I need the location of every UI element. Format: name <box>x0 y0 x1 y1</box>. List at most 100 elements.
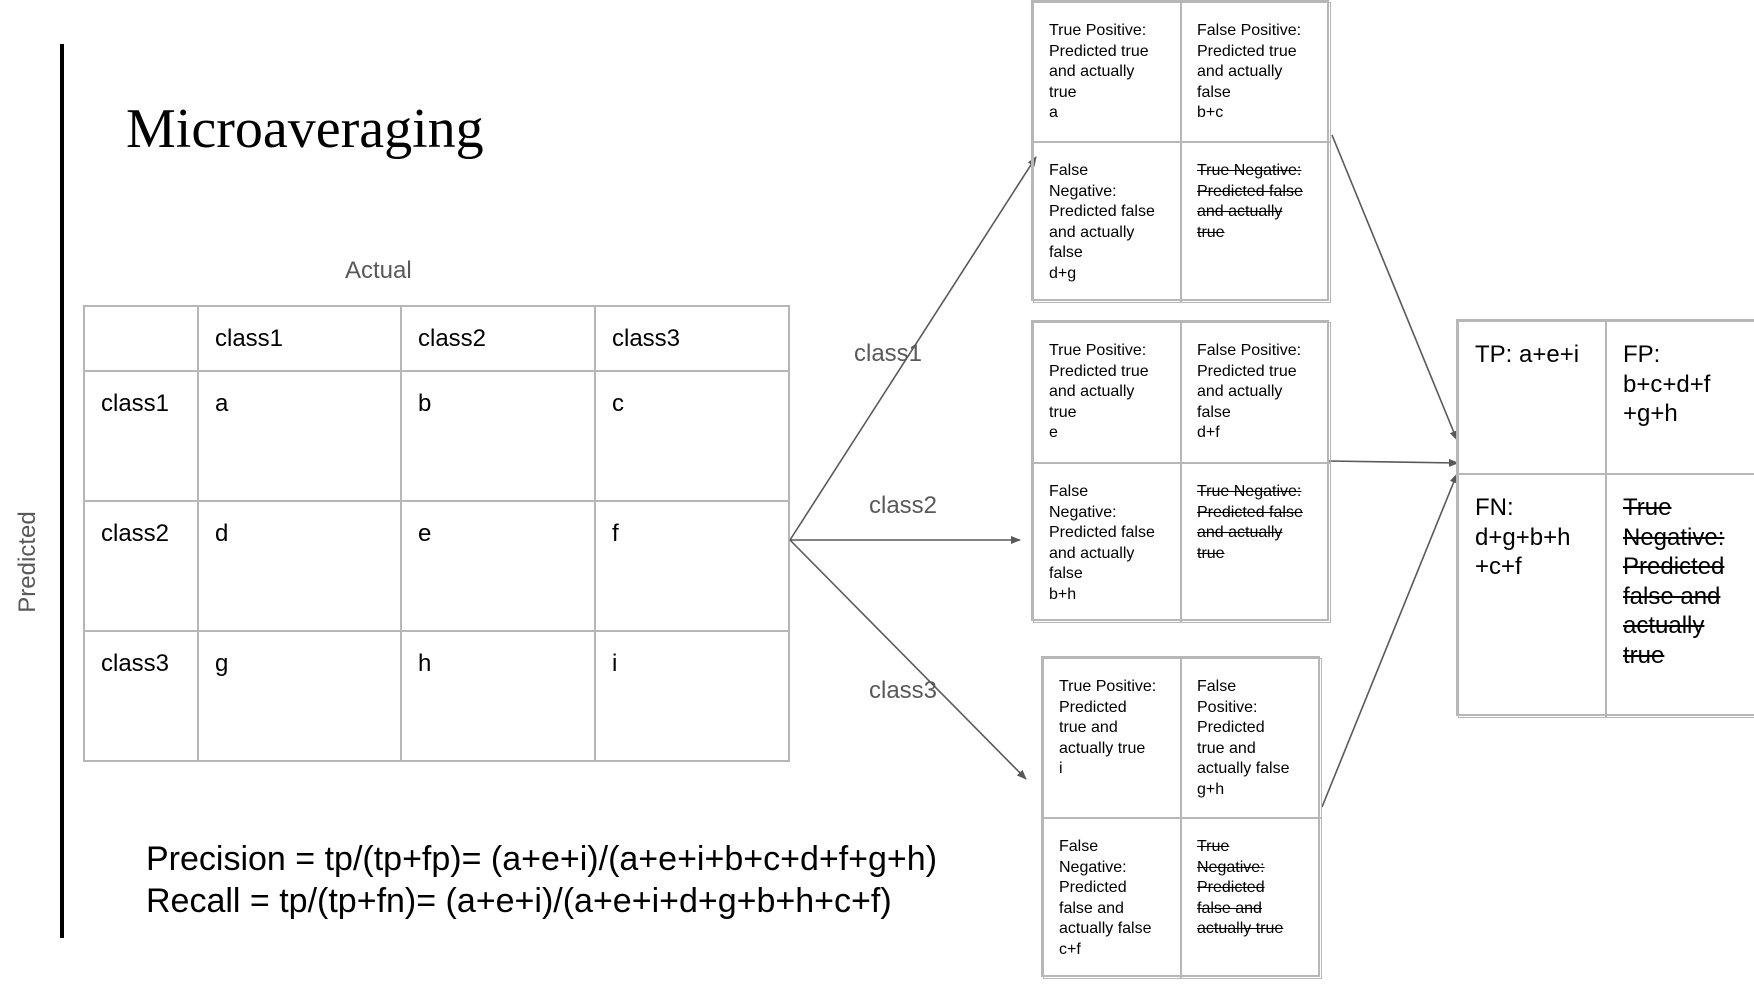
true-negative-cell-struck: True Negative: Predicted false and actua… <box>1181 818 1322 979</box>
cell-text: True <box>1197 838 1230 855</box>
false-negative-cell: False Negative: Predicted false and actu… <box>1033 142 1181 303</box>
cell-text: b+c+d+f <box>1623 370 1711 398</box>
cell-text: True Positive: <box>1049 342 1147 359</box>
cell-text: Negative: <box>1049 182 1117 200</box>
false-positive-cell: False Positive: Predicted true and actua… <box>1181 658 1322 818</box>
cell-text: Predicted true <box>1049 42 1149 60</box>
cell-text: true and <box>1059 719 1118 736</box>
cell-text: b+h <box>1049 585 1077 603</box>
cell-text: Predicted false <box>1197 182 1303 200</box>
matrix-cell: b <box>400 370 596 502</box>
cell-text: False <box>1059 838 1099 855</box>
cell-text: and actually <box>1049 383 1135 400</box>
cell-text: Predicted true <box>1197 362 1297 380</box>
class3-confusion-box: True Positive: Predicted true and actual… <box>1041 656 1322 979</box>
cell-text: Predicted false <box>1049 524 1155 541</box>
class2-confusion-box: True Positive: Predicted true and actual… <box>1031 320 1331 623</box>
cell-text: actually true <box>1197 920 1284 937</box>
cell-text: False <box>1197 678 1237 695</box>
matrix-header-cell: class1 <box>197 305 402 372</box>
cell-text: True Negative: <box>1197 162 1302 179</box>
cell-text: False Positive: <box>1197 22 1302 39</box>
cell-text: c+f <box>1059 940 1081 958</box>
cell-text: True Positive: <box>1049 22 1147 39</box>
cell-text: true <box>1049 83 1077 101</box>
matrix-cell: c <box>594 370 790 502</box>
matrix-row-label: class3 <box>83 630 199 762</box>
cell-text: False <box>1049 162 1089 179</box>
cell-text: d+f <box>1197 424 1220 441</box>
arrow-to-class1-box <box>789 156 1037 541</box>
cell-text: True Negative: <box>1197 483 1302 500</box>
cell-text: and actually <box>1197 63 1283 80</box>
matrix-cell: i <box>594 630 790 762</box>
matrix-row-label: class1 <box>83 370 199 502</box>
cell-text: true <box>1197 223 1225 241</box>
cell-text: FP: <box>1623 341 1661 368</box>
page-title: Microaveraging <box>126 98 484 160</box>
false-negative-cell: False Negative: Predicted false and actu… <box>1033 463 1181 623</box>
cell-text: false <box>1049 244 1083 261</box>
cell-text: Predicted true <box>1049 362 1149 380</box>
cell-text: Predicted false <box>1197 503 1303 521</box>
cell-text: actually false <box>1059 920 1152 937</box>
cell-text: FN: <box>1475 494 1514 521</box>
matrix-cell: d <box>197 500 402 632</box>
false-positive-cell: False Positive: Predicted true and actua… <box>1181 322 1331 463</box>
arrow-to-class3-box <box>789 539 1027 780</box>
branch-label-class3: class3 <box>869 677 938 704</box>
matrix-corner-cell <box>83 305 199 372</box>
matrix-cell: e <box>400 500 596 632</box>
true-positive-cell: True Positive: Predicted true and actual… <box>1043 658 1181 818</box>
cell-text: e <box>1049 424 1058 441</box>
precision-formula: Precision = tp/(tp+fp)= (a+e+i)/(a+e+i+b… <box>146 840 938 878</box>
cell-text: d+g+b+h <box>1475 523 1571 551</box>
cell-text: Negative: <box>1623 523 1725 551</box>
cell-text: +c+f <box>1475 553 1522 580</box>
cell-text: TP: a+e+i <box>1475 341 1580 368</box>
cell-text: Predicted <box>1197 719 1265 736</box>
cell-text: and actually <box>1197 383 1283 400</box>
cell-text: d+g <box>1049 264 1077 282</box>
cell-text: Negative: <box>1197 858 1265 876</box>
cell-text: g+h <box>1197 780 1225 798</box>
cell-text: actually <box>1623 612 1705 639</box>
cell-text: and actually <box>1049 544 1135 562</box>
vertical-divider-line <box>60 44 64 938</box>
false-positive-cell: False Positive: Predicted true and actua… <box>1181 2 1331 142</box>
confusion-matrix: class1 class2 class3 class1 a b c class2… <box>83 305 790 762</box>
cell-text: Predicted <box>1197 879 1265 896</box>
cell-text: and actually <box>1197 203 1283 220</box>
cell-text: false and <box>1623 582 1721 610</box>
aggregate-tn-cell-struck: True Negative: Predicted false and actua… <box>1606 474 1754 718</box>
cell-text: Negative: <box>1059 858 1127 876</box>
matrix-cell: g <box>197 630 402 762</box>
cell-text: False <box>1049 483 1089 500</box>
matrix-row: class2 d e f <box>83 500 790 632</box>
matrix-cell: a <box>197 370 402 502</box>
cell-text: a <box>1049 104 1058 121</box>
matrix-header-cell: class2 <box>400 305 596 372</box>
cell-text: Predicted false <box>1049 203 1155 220</box>
cell-text: and actually <box>1049 63 1135 80</box>
cell-text: b+c <box>1197 104 1224 121</box>
matrix-header-row: class1 class2 class3 <box>83 305 790 372</box>
cell-text: actually true <box>1059 739 1146 757</box>
matrix-row: class3 g h i <box>83 630 790 762</box>
arrow-class3-to-final <box>1321 473 1458 808</box>
cell-text: and actually <box>1049 223 1135 241</box>
aggregate-fp-cell: FP: b+c+d+f +g+h <box>1606 321 1754 474</box>
branch-label-class1: class1 <box>854 340 923 367</box>
cell-text: Positive: <box>1197 698 1258 716</box>
cell-text: i <box>1059 760 1063 777</box>
false-negative-cell: False Negative: Predicted false and actu… <box>1043 818 1181 979</box>
arrow-class1-to-final <box>1331 134 1458 441</box>
cell-text: false <box>1197 83 1231 101</box>
cell-text: false <box>1197 403 1231 421</box>
actual-axis-label: Actual <box>345 257 412 284</box>
class1-confusion-box: True Positive: Predicted true and actual… <box>1031 0 1331 303</box>
cell-text: True Positive: <box>1059 678 1157 695</box>
matrix-cell: f <box>594 500 790 632</box>
arrow-class2-to-final <box>1327 458 1459 467</box>
